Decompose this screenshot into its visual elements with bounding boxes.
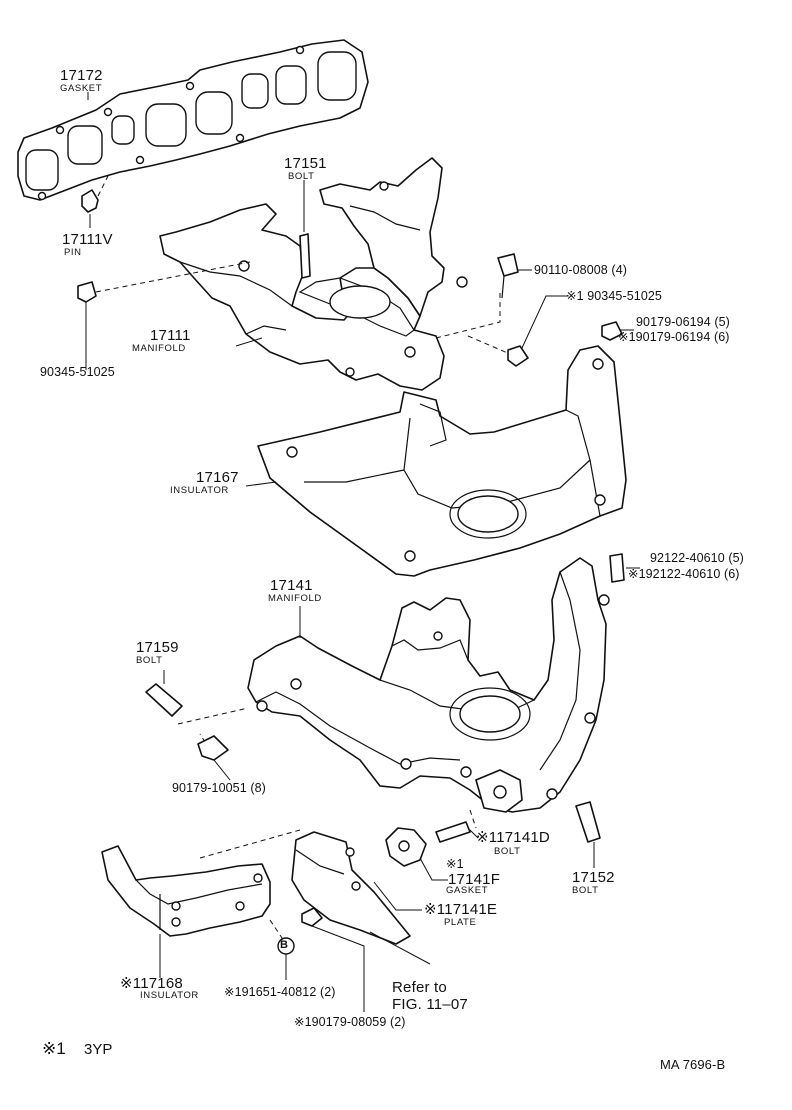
leader-dash-lower-left [177, 707, 249, 725]
label-17141f-prefix: ※1 [446, 857, 464, 871]
label-17167-name: INSULATOR [170, 485, 229, 496]
label-17152-name: BOLT [572, 885, 599, 896]
leader-line-17111 [235, 337, 263, 347]
label-17141f-number: 17141F [448, 871, 501, 888]
label-90179-06194-6: ※190179-06194 (6) [618, 330, 730, 344]
leader-dash-nut [467, 335, 511, 355]
bolt-17159-drawing [145, 670, 183, 717]
leader-dash-upper-left [95, 261, 251, 293]
label-17111-number: 17111 [150, 327, 191, 344]
nut-90179-10051-drawing [197, 735, 231, 781]
label-17111-name: MANIFOLD [132, 343, 186, 354]
label-17141e-number: ※117141E [424, 901, 498, 918]
stud-17152-drawing [575, 801, 601, 868]
label-90179-06194-5: 90179-06194 (5) [636, 315, 730, 329]
label-17151-number: 17151 [284, 155, 327, 172]
label-17141-name: MANIFOLD [268, 593, 322, 604]
label-17167-number: 17167 [196, 469, 239, 486]
label-90110-08008: 90110-08008 (4) [534, 263, 628, 277]
label-17159-name: BOLT [136, 655, 163, 666]
label-17111v-name: PIN [64, 247, 82, 258]
label-17141-number: 17141 [270, 577, 313, 594]
label-17141f-name: GASKET [446, 885, 489, 896]
refer-to-line2: FIG. 11–07 [392, 996, 468, 1013]
nut-90345-right-drawing [507, 295, 568, 367]
label-90179-10051: 90179-10051 (8) [172, 781, 266, 795]
leader-dash-bolt-17141d [469, 809, 477, 829]
leader-dash-insulator [199, 829, 301, 859]
footnote-mark: ※1 [42, 1039, 66, 1058]
nut-90179-drawing [601, 321, 623, 341]
gasket-17172-drawing [17, 39, 369, 201]
plate-17141e-drawing [291, 831, 431, 965]
refer-to-line1: Refer to [392, 979, 447, 996]
lower-manifold-17141-drawing [247, 557, 610, 813]
label-190179-08059: ※190179-08059 (2) [294, 1015, 406, 1029]
label-90345-51025-left: 90345-51025 [40, 365, 115, 379]
stud-92122-drawing [609, 553, 625, 583]
label-17141d-name: BOLT [494, 846, 521, 857]
label-17168-number: ※117168 [120, 975, 183, 992]
upper-manifold-17111-drawing [159, 157, 519, 391]
bolt-90345-left-drawing [77, 281, 97, 370]
leader-dash-upper-right [435, 290, 501, 339]
insulator-17168-drawing [101, 845, 271, 978]
label-17168-name: INSULATOR [140, 990, 199, 1001]
pin-17111v-drawing [81, 175, 109, 228]
label-17141e-name: PLATE [444, 917, 477, 928]
figure-id: MA 7696-B [660, 1057, 726, 1072]
label-17111v-number: 17111V [62, 231, 113, 248]
leader-dash-marker-b [269, 919, 287, 945]
marker-b-label: B [280, 939, 288, 951]
label-90345-51025-right: ※1 90345-51025 [566, 289, 662, 303]
bolt-17141d-drawing [435, 821, 479, 843]
label-17151-name: BOLT [288, 171, 315, 182]
label-17172-number: 17172 [60, 67, 103, 84]
label-17172-name: GASKET [60, 83, 103, 94]
label-191651-40812: ※191651-40812 (2) [224, 985, 336, 999]
leader-line-17167 [245, 481, 277, 487]
nut-190179-08059-drawing [301, 907, 365, 1012]
label-92122-40610-5: 92122-40610 (5) [650, 551, 744, 565]
footnote-text: 3YP [84, 1041, 113, 1058]
label-17159-number: 17159 [136, 639, 179, 656]
label-92122-40610-6: ※192122-40610 (6) [628, 567, 740, 581]
gasket-17141f-drawing [385, 827, 448, 881]
label-17141d-number: ※117141D [476, 829, 550, 846]
label-17152-number: 17152 [572, 869, 615, 886]
insulator-17167-drawing [257, 345, 627, 577]
